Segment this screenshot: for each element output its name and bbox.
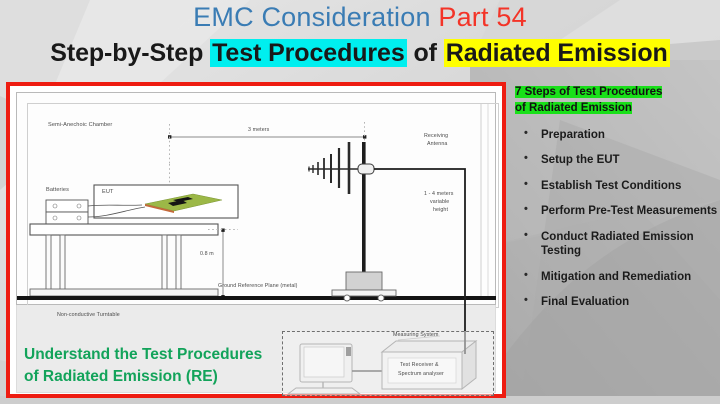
subtitle-segment-c: of: [406, 39, 444, 67]
label-receiving-antenna-line1: Receiving: [424, 133, 449, 139]
label-antenna-height-line1: 1 - 4 meters: [424, 191, 454, 197]
label-semi-anechoic-chamber: Semi-Anechoic Chamber: [48, 122, 113, 128]
subtitle-segment-a: Step-by-Step: [50, 39, 211, 67]
list-item: Mitigation and Remediation: [508, 269, 720, 284]
list-item: Final Evaluation: [508, 294, 720, 309]
diagram-callout: Understand the Test Procedures of Radiat…: [24, 344, 324, 389]
label-test-receiver-line1: Test Receiver &: [400, 362, 439, 368]
label-antenna-height-line3: height: [433, 207, 449, 213]
subtitle-highlight-yellow: Radiated Emission: [443, 39, 670, 67]
label-measuring-system: Measuring System: [393, 332, 439, 338]
label-test-receiver-line2: Spectrum analyser: [398, 371, 444, 377]
steps-heading-line-1: 7 Steps of Test Procedures: [515, 86, 663, 98]
label-ground-reference-plane: Ground Reference Plane (metal): [218, 283, 298, 289]
label-non-conductive-turntable: Non-conductive Turntable: [57, 312, 120, 318]
title-part-text: Part 54: [438, 2, 527, 32]
label-receiving-antenna-line2: Antenna: [427, 141, 448, 147]
label-antenna-height-line2: variable: [430, 199, 450, 205]
steps-heading-line-2: of Radiated Emission: [515, 102, 632, 115]
page-subtitle: Step-by-Step Test Procedures of Radiated…: [0, 39, 720, 68]
title-main-text: EMC Consideration: [193, 2, 439, 32]
label-table-height: 0.8 m: [200, 251, 214, 257]
list-item: Establish Test Conditions: [508, 178, 720, 193]
test-setup-diagram-panel: Semi-Anechoic Chamber 3 meters Batteries…: [6, 82, 506, 398]
list-item: Setup the EUT: [508, 152, 720, 167]
subtitle-highlight-cyan: Test Procedures: [210, 39, 407, 67]
list-item: Preparation: [508, 127, 720, 142]
label-batteries: Batteries: [46, 187, 69, 193]
callout-line-2: of Radiated Emission (RE): [24, 368, 218, 386]
steps-sidebar: 7 Steps of Test Procedures of Radiated E…: [508, 84, 720, 404]
label-distance-3-meters: 3 meters: [248, 127, 270, 133]
steps-list: Preparation Setup the EUT Establish Test…: [508, 127, 720, 310]
list-item: Perform Pre-Test Measurements: [508, 203, 720, 218]
measuring-system-dashed-box: [282, 331, 494, 396]
steps-heading: 7 Steps of Test Procedures of Radiated E…: [515, 84, 720, 117]
list-item: Conduct Radiated Emission Testing: [508, 229, 720, 259]
callout-line-1: Understand the Test Procedures: [24, 346, 263, 363]
page-title: EMC Consideration Part 54: [0, 2, 720, 33]
label-eut: EUT: [102, 189, 114, 195]
slide-header: EMC Consideration Part 54 Step-by-Step T…: [0, 0, 720, 78]
